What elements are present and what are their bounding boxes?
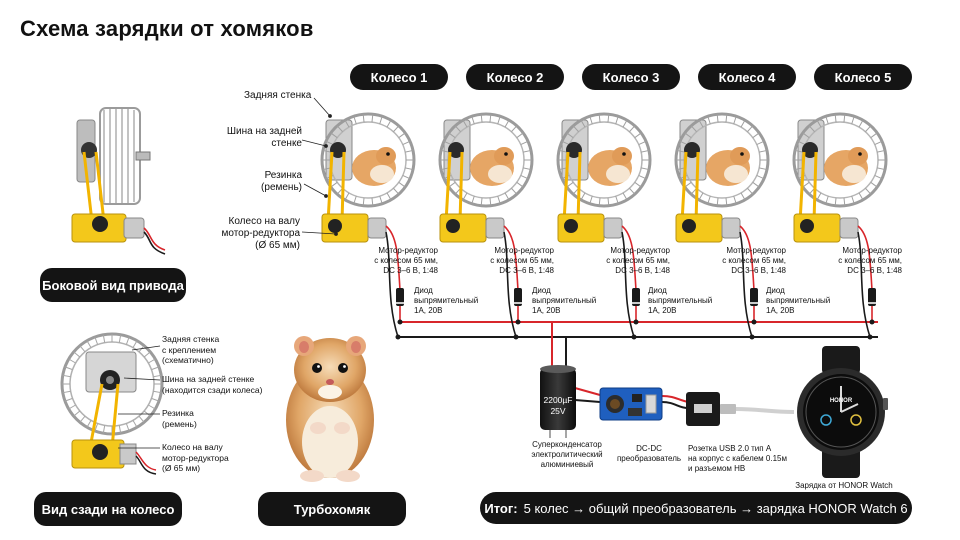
rear-callout-belt: Резинка (ремень) — [162, 408, 197, 429]
capacitor-marking: 2200µF 25V — [540, 395, 576, 416]
rear-callout-lines — [118, 345, 161, 449]
wheel-4-diode-caption: Диод выпрямительный 1А, 20В — [766, 286, 831, 315]
side-view-label: Боковой вид привода — [40, 268, 186, 302]
converter-caption: DC-DC преобразователь — [616, 444, 682, 463]
usb-caption: Розетка USB 2.0 тип А на корпус с кабеле… — [688, 444, 787, 473]
wheel-1-diode-caption: Диод выпрямительный 1А, 20В — [414, 286, 479, 315]
watch-brand: HONOR — [829, 398, 853, 404]
wheel-2-motor-caption: Мотор-редуктор с колесом 65 мм, DC 3–6 В… — [490, 246, 554, 275]
callout-tire: Шина на задней стенке — [226, 126, 302, 149]
wheel-unit-4 — [674, 112, 770, 340]
wheel-unit-1 — [320, 112, 416, 340]
wheel-unit-2 — [438, 112, 534, 340]
wheel-5-pill: Колесо 5 — [814, 64, 912, 90]
callout-back-wall: Задняя стенка — [244, 90, 312, 101]
capacitor-caption: Суперконденсатор электролитический алюми… — [531, 440, 603, 469]
capacitor-voltage: 25V — [550, 405, 566, 416]
rear-view-assembly — [60, 332, 164, 475]
summary-banner: Итог: 5 колес → общий преобразователь → … — [480, 492, 912, 524]
capacitor-value: 2200µF — [543, 395, 573, 405]
honor-watch — [797, 346, 888, 478]
wheel-3-diode-caption: Диод выпрямительный 1А, 20В — [648, 286, 713, 315]
rear-callout-tire: Шина на задней стенке (находится сзади к… — [162, 374, 263, 395]
usb-socket — [686, 392, 795, 426]
callout-belt: Резинка (ремень) — [261, 170, 302, 193]
wheel-unit-3 — [556, 112, 652, 340]
side-view-assembly — [71, 107, 166, 255]
hamster-label: Турбохомяк — [258, 492, 406, 526]
rear-callout-wall: Задняя стенка с креплением (схематично) — [162, 334, 220, 366]
wheel-4-pill: Колесо 4 — [698, 64, 796, 90]
rear-view-label: Вид сзади на колесо — [34, 492, 182, 526]
wheel-1-pill: Колесо 1 — [350, 64, 448, 90]
summary-text: 5 колес → общий преобразователь → зарядк… — [523, 500, 908, 516]
wheel-3-pill: Колесо 3 — [582, 64, 680, 90]
wheel-5-motor-caption: Мотор-редуктор с колесом 65 мм, DC 3–6 В… — [838, 246, 902, 275]
turbo-hamster — [286, 336, 374, 482]
page-title: Схема зарядки от хомяков — [20, 16, 314, 41]
callout-shaft-wheel: Колесо на валу мотор-редуктора (Ø 65 мм) — [221, 216, 300, 251]
top-callout-lines — [301, 97, 338, 236]
wheel-unit-5 — [792, 112, 888, 340]
wheel-4-motor-caption: Мотор-редуктор с колесом 65 мм, DC 3–6 В… — [722, 246, 786, 275]
wheel-1-motor-caption: Мотор-редуктор с колесом 65 мм, DC 3–6 В… — [374, 246, 438, 275]
wheel-2-diode-caption: Диод выпрямительный 1А, 20В — [532, 286, 597, 315]
summary-bold: Итог: — [484, 500, 518, 516]
dc-dc-converter-board — [599, 387, 663, 421]
wheel-3-motor-caption: Мотор-редуктор с колесом 65 мм, DC 3–6 В… — [606, 246, 670, 275]
wheel-2-pill: Колесо 2 — [466, 64, 564, 90]
rear-callout-shaft-wheel: Колесо на валу мотор-редуктора (Ø 65 мм) — [162, 442, 229, 474]
capacitor — [540, 365, 576, 438]
